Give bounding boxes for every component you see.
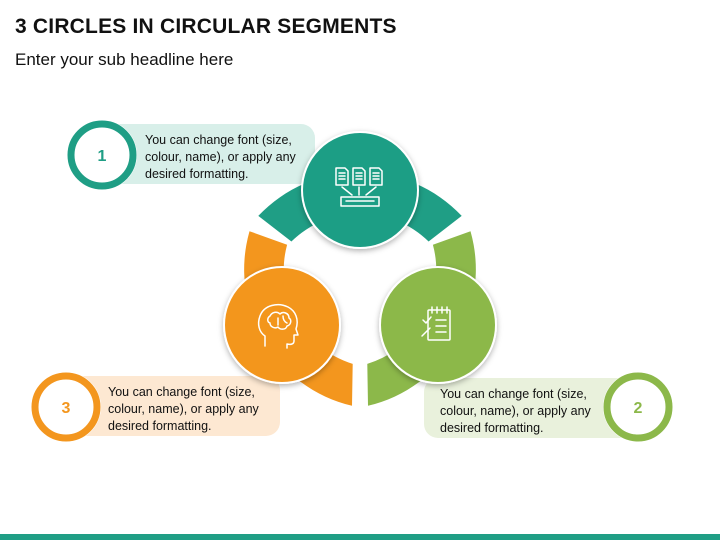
callout-3-background [65,376,280,436]
badge-1: 1 [67,120,137,190]
callout-1-background [85,124,315,184]
circle-teal [301,131,419,249]
callout-2-background [424,378,646,438]
badge-3-number: 3 [62,400,71,417]
page-title: 3 CIRCLES IN CIRCULAR SEGMENTS [15,15,397,38]
badge-2-number: 2 [634,400,643,417]
brain-head-icon [257,304,299,349]
badge-3: 3 [31,372,101,442]
badge-1-number: 1 [98,148,107,165]
callout-2-text: You can change font (size, colour, name)… [440,387,591,435]
page-subtitle: Enter your sub headline here [15,50,234,69]
circle-green [379,266,497,384]
callout-1-text: You can change font (size, colour, name)… [145,133,296,181]
circle-orange [223,266,341,384]
bottom-accent-bar [0,534,720,540]
checklist-icon [421,306,451,341]
badge-2: 2 [603,372,673,442]
callout-3-text: You can change font (size, colour, name)… [108,385,259,433]
document-merge-icon [335,167,383,207]
